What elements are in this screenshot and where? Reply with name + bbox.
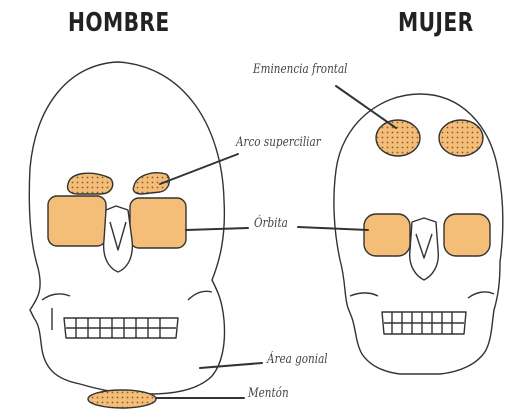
female-frontal-right (439, 120, 483, 156)
female-teeth (382, 312, 466, 334)
male-brow-left (67, 173, 112, 194)
male-orbit-left (48, 196, 106, 246)
label-menton: Mentón (248, 386, 289, 401)
label-eminencia-frontal: Eminencia frontal (253, 62, 347, 77)
male-chin (88, 390, 156, 408)
label-arco-superciliar: Arco superciliar (236, 135, 321, 150)
female-frontal-left (376, 120, 420, 156)
female-nasal (410, 218, 439, 280)
female-orbit-right (444, 214, 490, 256)
male-orbit-right (130, 198, 186, 248)
label-area-gonial: Área gonial (267, 352, 328, 367)
female-skull (334, 94, 503, 374)
female-orbit-left (364, 214, 410, 256)
male-skull (29, 62, 224, 408)
male-nasal (104, 206, 133, 272)
male-teeth (64, 318, 178, 338)
label-orbita: Órbita (254, 216, 288, 231)
